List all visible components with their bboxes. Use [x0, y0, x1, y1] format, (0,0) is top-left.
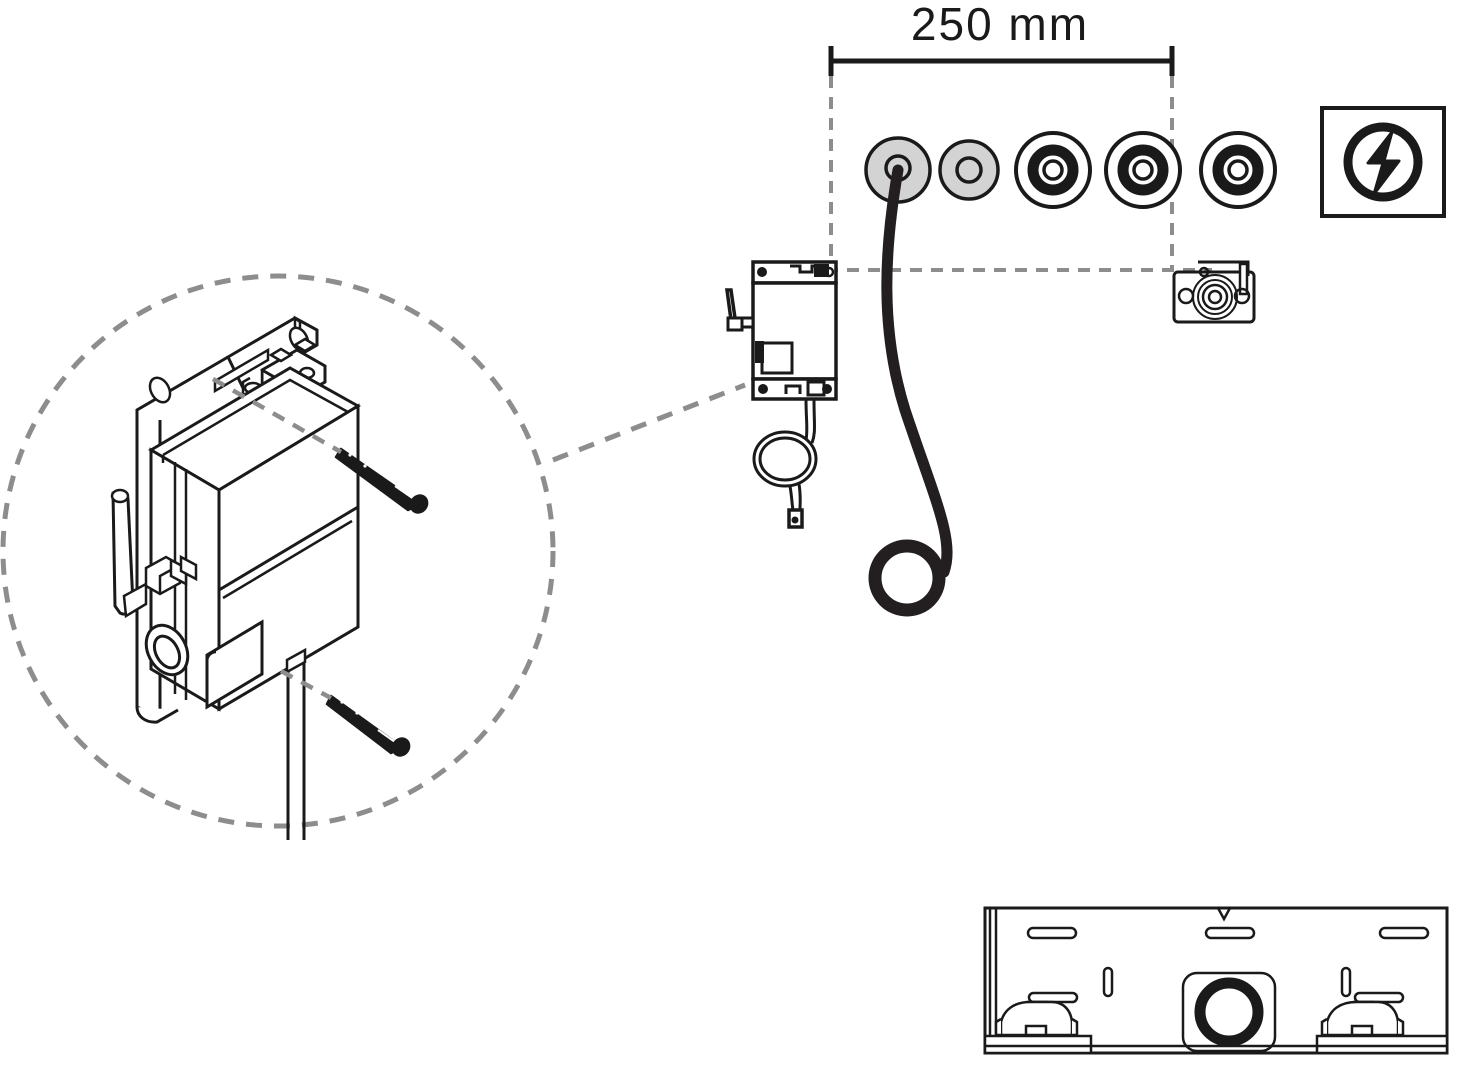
wall-outlet-plate[interactable] — [1172, 260, 1256, 324]
socket-fitting-3[interactable] — [1014, 131, 1092, 209]
cable-grommet-2[interactable] — [938, 139, 1000, 201]
dimension-label: 250 mm — [911, 0, 1089, 50]
mounting-screw-top — [334, 447, 429, 514]
control-box[interactable] — [725, 260, 838, 401]
antenna — [725, 288, 755, 332]
lightning-bolt-icon — [1366, 130, 1401, 196]
power-cable — [868, 164, 953, 617]
antenna — [110, 488, 198, 619]
socket-fitting-4[interactable] — [1104, 131, 1182, 209]
socket-fitting-5[interactable] — [1199, 131, 1277, 209]
dimension-250mm: 250 mm — [828, 0, 1175, 76]
clamp-right — [1315, 991, 1449, 1055]
assembly-dash-bottom — [279, 669, 333, 700]
mounting-rail-front-view[interactable] — [983, 906, 1449, 1055]
mounting-screw-bottom — [325, 694, 411, 757]
detail-view-control-box — [110, 315, 429, 840]
clamp-left — [983, 991, 1093, 1055]
sensor-cable-coil — [752, 398, 818, 529]
detail-circle — [0, 273, 556, 829]
detail-leader-line — [552, 382, 746, 463]
assembly-dash-top — [211, 377, 343, 454]
conduit-pipe — [286, 662, 306, 840]
electrical-hazard-symbol — [1320, 106, 1446, 218]
grommet-port — [144, 623, 190, 677]
